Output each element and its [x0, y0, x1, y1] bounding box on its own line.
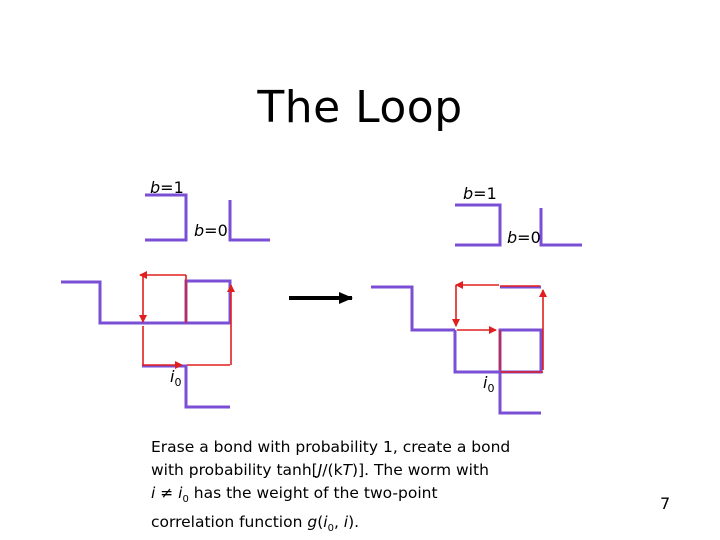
caption-text: Erase a bond with probability 1, create … — [151, 436, 551, 540]
label-i0-right: i0 — [483, 373, 495, 396]
caption-line-2: with probability tanh[J/(kT)]. The worm … — [151, 461, 489, 479]
worldline-lower-left — [142, 364, 230, 409]
left-worldlines — [61, 193, 270, 409]
caption-line-1: Erase a bond with probability 1, create … — [151, 438, 511, 456]
label-b1-left: b=1 — [150, 178, 184, 197]
worldline-loop-box — [142, 279, 232, 325]
worldline-top-right — [228, 200, 270, 242]
worldline-lower-right — [498, 372, 541, 415]
label-b0-left: b=0 — [194, 221, 228, 240]
worldline-top-left — [455, 203, 502, 247]
worldline-mid-left — [371, 285, 455, 332]
worldline-top-right — [539, 208, 582, 247]
caption-line-4: correlation function g(i0, i). — [151, 513, 360, 535]
left-configuration — [61, 193, 270, 409]
label-i0-left: i0 — [170, 367, 182, 390]
worldline-mid-left — [61, 280, 142, 325]
page-number: 7 — [660, 494, 671, 513]
worldline-loop-box — [453, 328, 543, 374]
right-worm — [452, 281, 547, 373]
label-b1-right: b=1 — [463, 184, 497, 203]
slide-title: The Loop — [257, 82, 463, 133]
right-configuration — [371, 203, 582, 415]
right-worldlines — [371, 203, 582, 415]
left-worm — [139, 271, 235, 369]
caption-line-3: i ≠ i0 has the weight of the two-point — [151, 484, 438, 506]
label-b0-right: b=0 — [507, 228, 541, 247]
worldline-top-left — [145, 193, 188, 242]
